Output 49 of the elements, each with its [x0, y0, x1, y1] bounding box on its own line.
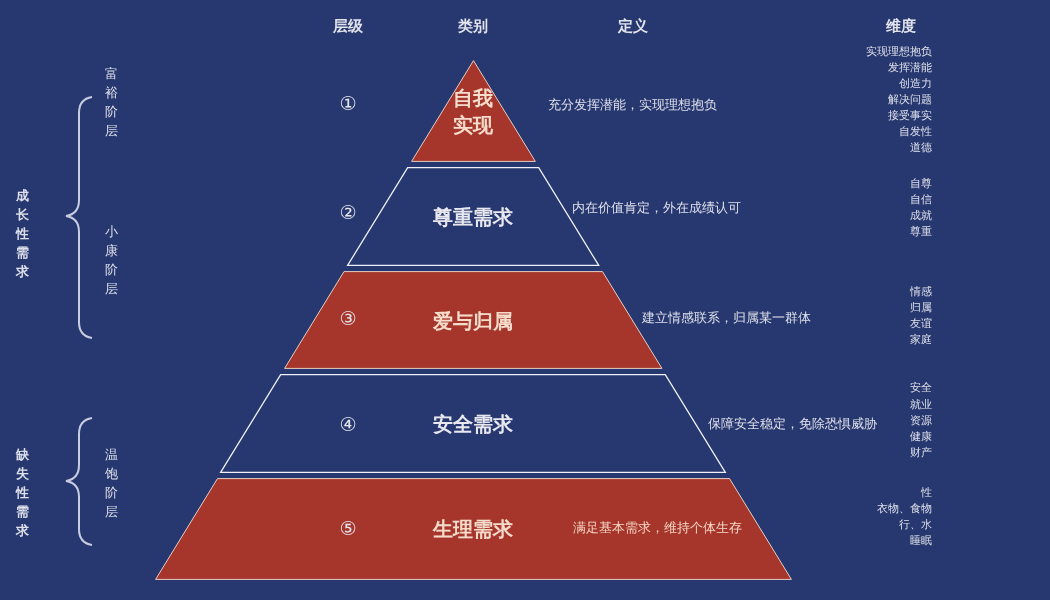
- list-item: 自信: [910, 192, 932, 208]
- vertical-label: 小康阶层: [104, 223, 118, 298]
- level-number: ⑤: [339, 517, 357, 539]
- layer-title: 尊重需求: [433, 203, 513, 231]
- list-item: 尊重: [910, 224, 932, 240]
- list-item: 接受事实: [888, 108, 932, 124]
- list-item: 成就: [910, 208, 932, 224]
- column-header: 层级: [333, 16, 363, 36]
- list-item: 行、水: [899, 517, 932, 533]
- vertical-label: 缺失性需求: [15, 446, 29, 540]
- list-item: 就业: [910, 397, 932, 413]
- pyramid-layer: [154, 478, 792, 580]
- level-number: ③: [339, 307, 357, 329]
- list-item: 健康: [910, 429, 932, 445]
- definition-text: 满足基本需求，维持个体生存: [573, 519, 742, 537]
- definition-text: 建立情感联系，归属某一群体: [642, 309, 811, 327]
- column-header: 定义: [618, 16, 648, 36]
- list-item: 道德: [910, 140, 932, 156]
- list-item: 解决问题: [888, 92, 932, 108]
- definition-text: 充分发挥潜能，实现理想抱负: [548, 96, 717, 114]
- level-number: ④: [339, 413, 357, 435]
- list-item: 实现理想抱负: [866, 44, 932, 60]
- definition-text: 保障安全稳定，免除恐惧威胁: [708, 415, 877, 433]
- layer-title: 生理需求: [433, 515, 513, 543]
- list-item: 衣物、食物: [877, 501, 932, 517]
- layer-title: 自我实现: [452, 85, 494, 139]
- list-item: 创造力: [899, 76, 932, 92]
- definition-text: 内在价值肯定，外在成绩认可: [572, 199, 741, 217]
- list-item: 睡眠: [910, 533, 932, 549]
- column-header: 类别: [458, 16, 488, 36]
- layer-title: 爱与归属: [433, 307, 513, 335]
- list-item: 发挥潜能: [888, 60, 932, 76]
- vertical-label: 成长性需求: [15, 187, 29, 281]
- column-header: 维度: [886, 16, 916, 36]
- list-item: 友谊: [910, 316, 932, 332]
- layer-title: 安全需求: [433, 410, 513, 438]
- list-item: 家庭: [910, 332, 932, 348]
- level-number: ①: [339, 92, 357, 114]
- list-item: 自尊: [910, 176, 932, 192]
- list-item: 情感: [910, 284, 932, 300]
- list-item: 安全: [910, 380, 932, 396]
- list-item: 性: [921, 485, 932, 501]
- list-item: 资源: [910, 413, 932, 429]
- list-item: 自发性: [899, 124, 932, 140]
- level-number: ②: [339, 201, 357, 223]
- vertical-label: 温饱阶层: [104, 446, 118, 521]
- list-item: 财产: [910, 445, 932, 461]
- vertical-label: 富裕阶层: [104, 65, 118, 140]
- list-item: 归属: [910, 300, 932, 316]
